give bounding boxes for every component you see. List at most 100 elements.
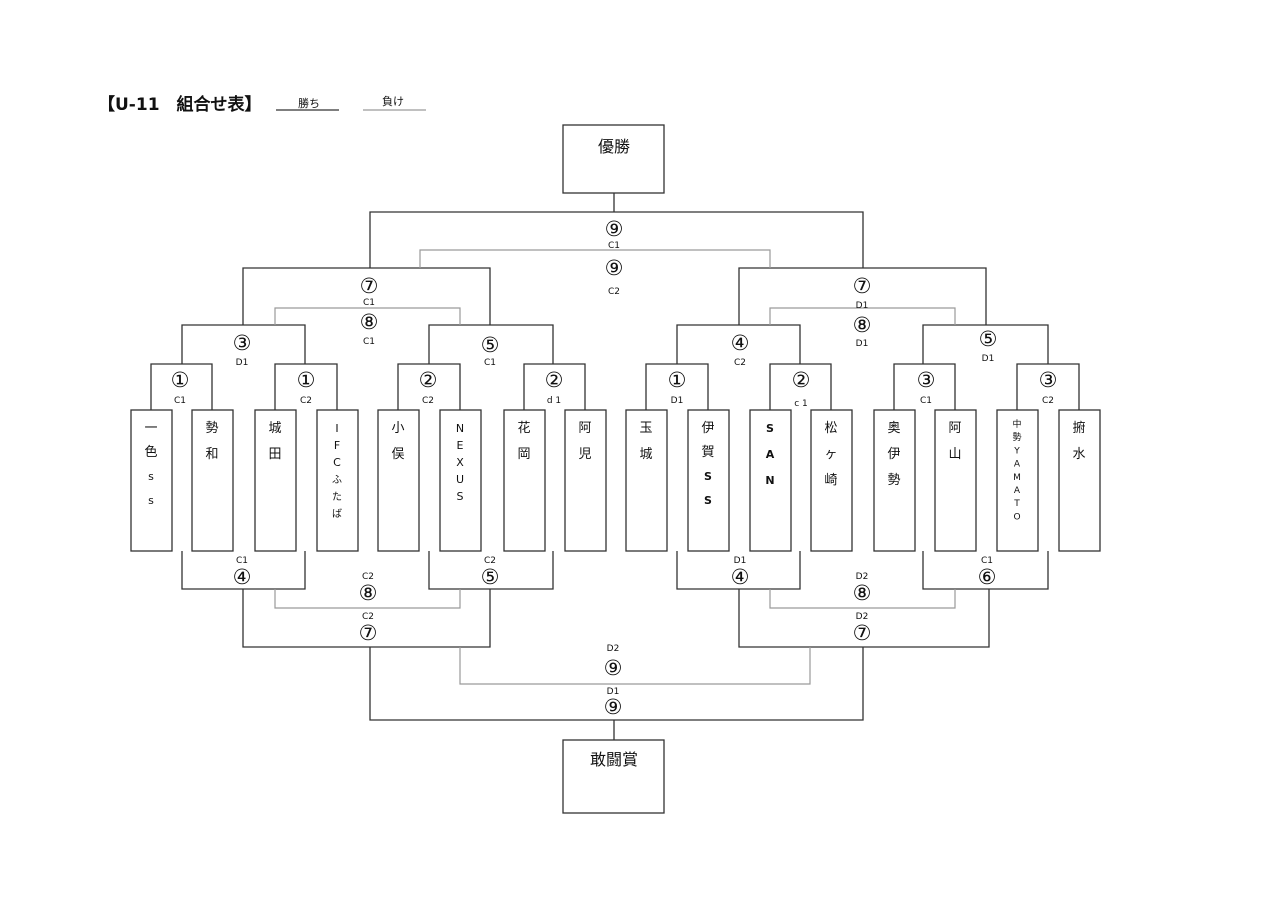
match-number: ⑦ bbox=[853, 274, 872, 298]
team-box bbox=[749, 409, 792, 552]
match-marker-bg bbox=[231, 565, 253, 587]
match-number: ① bbox=[297, 368, 316, 392]
court-label: C2 bbox=[422, 396, 434, 406]
team-name-char: た bbox=[332, 491, 342, 503]
match-number: ① bbox=[171, 368, 190, 392]
match-marker-bg bbox=[417, 368, 439, 390]
team-box bbox=[873, 409, 916, 552]
match-marker-bg bbox=[357, 621, 379, 643]
team-name-char: 伊 bbox=[701, 421, 714, 436]
match-marker-bg bbox=[358, 274, 380, 296]
team-box bbox=[503, 409, 546, 552]
bracket-line bbox=[893, 363, 956, 410]
match-marker-bg bbox=[543, 368, 565, 390]
match-number: ⑧ bbox=[853, 313, 872, 337]
bracket-line bbox=[369, 211, 864, 268]
court-label: d 1 bbox=[547, 396, 561, 406]
match-number: ② bbox=[419, 368, 438, 392]
team-name-char: S bbox=[457, 490, 464, 503]
bracket-line bbox=[523, 363, 586, 410]
team-name-char: 玉 bbox=[639, 421, 652, 436]
court-label: D2 bbox=[856, 572, 869, 582]
bracket-line bbox=[242, 589, 491, 648]
team-name-char: E bbox=[457, 439, 464, 452]
match-marker-bg bbox=[851, 621, 873, 643]
team-name-char: 花 bbox=[517, 420, 530, 436]
team-name-char: N bbox=[456, 422, 464, 435]
match-number: ⑧ bbox=[853, 581, 872, 605]
court-label: D1 bbox=[856, 301, 869, 311]
match-marker-bg bbox=[295, 368, 317, 390]
bracket-line bbox=[274, 363, 338, 410]
champion-box bbox=[562, 124, 665, 194]
court-label: C1 bbox=[981, 556, 993, 566]
court-label: C1 bbox=[484, 358, 496, 368]
court-label: D1 bbox=[734, 556, 747, 566]
team-name-char: S bbox=[704, 470, 712, 483]
team-name-char: 阿 bbox=[578, 421, 591, 436]
team-name-char: 小 bbox=[391, 421, 404, 436]
consolation-line bbox=[274, 589, 461, 609]
team-name-char: N bbox=[765, 474, 774, 487]
bracket-line bbox=[428, 324, 554, 364]
team-name-char: X bbox=[456, 456, 464, 469]
match-marker-bg bbox=[977, 327, 999, 349]
court-label: C2 bbox=[300, 396, 312, 406]
team-name-char: ば bbox=[332, 508, 342, 520]
consolation-line bbox=[274, 307, 461, 325]
match-marker-bg bbox=[851, 274, 873, 296]
court-label: C1 bbox=[363, 337, 375, 347]
team-box bbox=[810, 409, 853, 552]
team-name-char: A bbox=[766, 448, 775, 461]
match-number: ③ bbox=[233, 331, 252, 355]
team-name-char: A bbox=[1014, 460, 1021, 470]
team-name-char: 水 bbox=[1072, 447, 1085, 462]
court-label: D1 bbox=[236, 358, 249, 368]
court-label: C1 bbox=[608, 241, 620, 251]
team-box bbox=[130, 409, 173, 552]
team-name-char: 和 bbox=[205, 447, 218, 462]
consolation-line bbox=[769, 307, 956, 325]
match-marker-bg bbox=[602, 695, 624, 717]
court-label: C2 bbox=[1042, 396, 1054, 406]
team-name-char: 捬 bbox=[1072, 421, 1085, 436]
team-name-char: 城 bbox=[639, 447, 652, 462]
team-name-char: 一 bbox=[144, 421, 157, 436]
team-name-char: 奥 bbox=[887, 421, 900, 436]
team-box bbox=[1058, 409, 1101, 552]
team-name-char: I bbox=[335, 422, 338, 435]
bracket-line bbox=[242, 267, 491, 325]
team-name-char: 松 bbox=[824, 421, 837, 436]
team-name-char: 城 bbox=[268, 421, 281, 436]
match-marker-bg bbox=[603, 256, 625, 278]
team-name-char: S bbox=[704, 494, 712, 507]
consolation-line bbox=[419, 249, 771, 268]
court-label: C1 bbox=[363, 298, 375, 308]
match-marker-bg bbox=[169, 368, 191, 390]
team-name-char: O bbox=[1013, 512, 1020, 522]
team-name-char: 田 bbox=[268, 447, 281, 462]
match-number: ⑨ bbox=[605, 256, 624, 280]
match-marker-bg bbox=[357, 581, 379, 603]
match-marker-bg bbox=[602, 656, 624, 678]
court-label: D1 bbox=[856, 339, 869, 349]
team-name-char: ヶ bbox=[824, 447, 837, 462]
match-number: ④ bbox=[731, 331, 750, 355]
team-name-char: 中 bbox=[1012, 418, 1021, 430]
match-marker-bg bbox=[1037, 368, 1059, 390]
match-marker-bg bbox=[729, 565, 751, 587]
court-label: C2 bbox=[362, 572, 374, 582]
team-name-char: 勢 bbox=[205, 421, 218, 436]
match-number: ② bbox=[792, 368, 811, 392]
match-number: ④ bbox=[233, 565, 252, 589]
team-name-char: 山 bbox=[948, 447, 961, 462]
court-label: D1 bbox=[607, 687, 620, 697]
team-box bbox=[996, 409, 1039, 552]
match-number: ⑨ bbox=[604, 656, 623, 680]
match-number: ⑨ bbox=[605, 217, 624, 241]
match-number: ④ bbox=[731, 565, 750, 589]
match-marker-bg bbox=[479, 333, 501, 355]
consolation-line bbox=[459, 647, 811, 685]
team-name-char: s bbox=[148, 470, 154, 483]
team-name-char: 色 bbox=[144, 444, 157, 460]
